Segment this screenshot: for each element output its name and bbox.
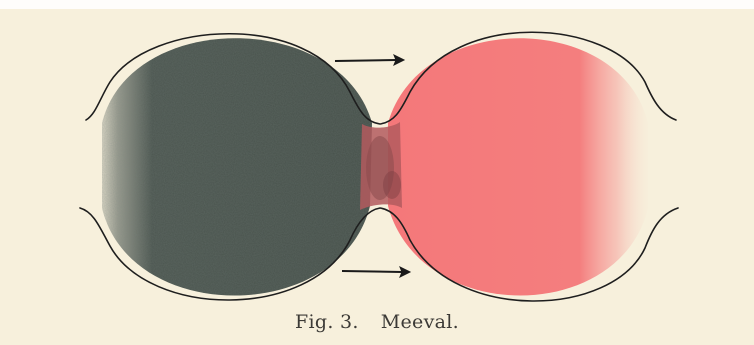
bottom-flow-arrow (342, 267, 410, 277)
mixing-zone (360, 122, 402, 210)
figure-caption: Fig. 3. Meeval. (0, 311, 754, 333)
caption-number: Fig. 3. (295, 311, 359, 333)
top-flow-arrow (335, 55, 404, 65)
right-red-bulb-fill (385, 20, 655, 310)
caption-title: Meeval. (381, 311, 459, 333)
left-grey-bulb-fill (95, 20, 380, 310)
